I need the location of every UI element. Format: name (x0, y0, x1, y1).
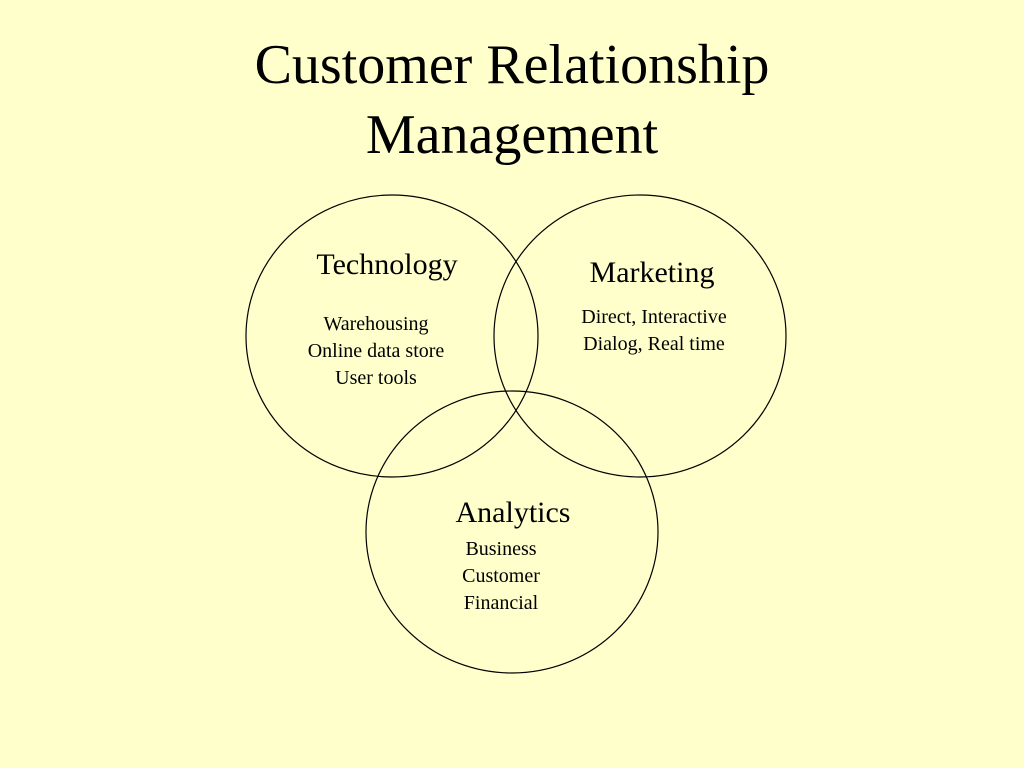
analytics-items: Business Customer Financial (401, 536, 601, 617)
title-line-2: Management (365, 104, 659, 166)
page-title: Customer Relationship Management (0, 30, 1024, 170)
marketing-circle (493, 194, 787, 478)
technology-circle (245, 194, 539, 478)
title-line-1: Customer Relationship (254, 34, 770, 96)
analytics-heading: Analytics (455, 496, 571, 529)
marketing-items: Direct, Interactive Dialog, Real time (554, 304, 754, 358)
technology-item: Warehousing (323, 313, 429, 335)
technology-items: Warehousing Online data store User tools (276, 311, 476, 392)
marketing-heading: Marketing (589, 256, 715, 289)
technology-item: Online data store (307, 340, 445, 362)
marketing-item: Dialog, Real time (583, 333, 725, 355)
analytics-circle (365, 390, 659, 674)
analytics-item: Customer (462, 565, 540, 587)
technology-heading: Technology (316, 248, 458, 281)
analytics-item: Financial (463, 592, 539, 614)
analytics-item: Business (465, 538, 537, 560)
technology-item: User tools (335, 367, 417, 389)
marketing-item: Direct, Interactive (581, 306, 727, 328)
